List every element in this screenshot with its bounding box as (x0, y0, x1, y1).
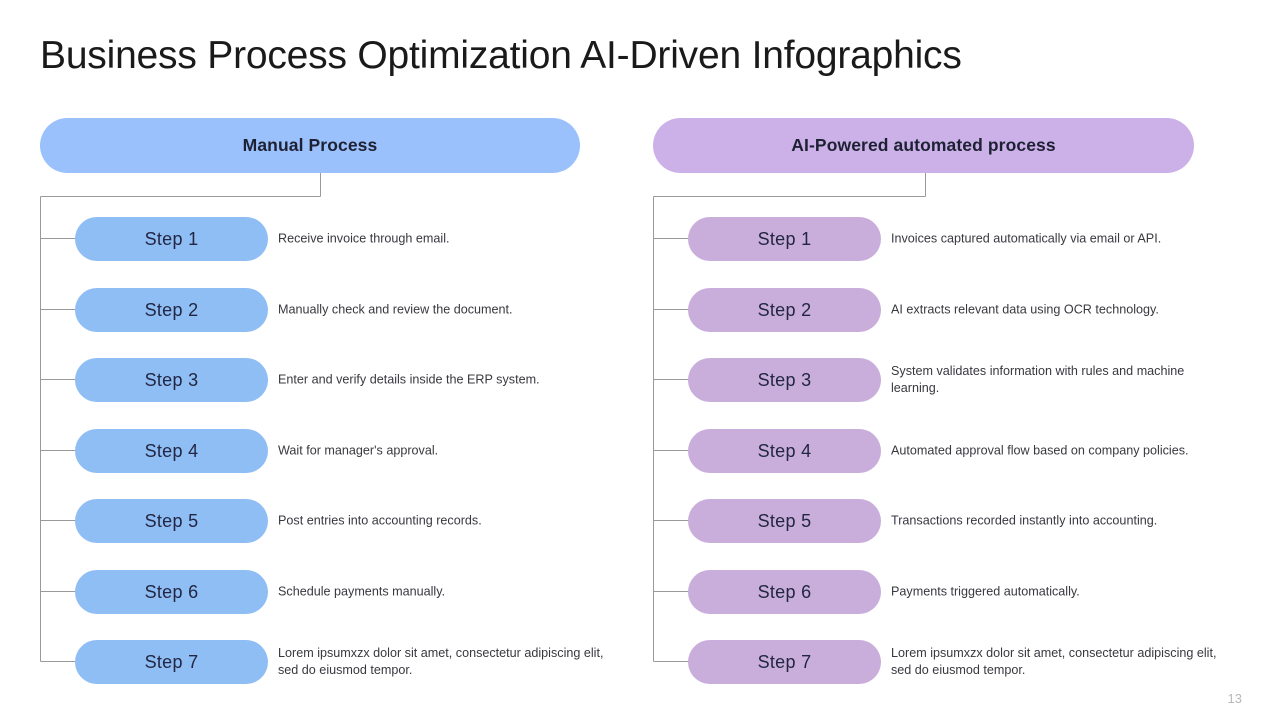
step-description: Payments triggered automatically. (891, 584, 1080, 599)
step-description: Enter and verify details inside the ERP … (278, 372, 540, 387)
step-row: Step 7 Lorem ipsumxzx dolor sit amet, co… (40, 640, 654, 684)
step-description: System validates information with rules … (891, 364, 1185, 395)
step-description: Transactions recorded instantly into acc… (891, 513, 1158, 528)
step-pill[interactable]: Step 5 (688, 499, 881, 543)
step-pill[interactable]: Step 7 (75, 640, 268, 684)
step-pill-label: Step 2 (757, 299, 812, 320)
page-title: Business Process Optimization AI-Driven … (40, 34, 962, 77)
step-description: Lorem ipsumxzx dolor sit amet, consectet… (891, 646, 1217, 677)
step-pill-label: Step 4 (144, 440, 199, 461)
step-description: Schedule payments manually. (278, 584, 446, 599)
step-pill[interactable]: Step 1 (75, 217, 268, 261)
step-pill[interactable]: Step 4 (75, 429, 268, 473)
step-description: Receive invoice through email. (278, 231, 450, 246)
step-pill[interactable]: Step 1 (688, 217, 881, 261)
step-row: Step 2 AI extracts relevant data using O… (653, 288, 1267, 332)
step-pill[interactable]: Step 2 (75, 288, 268, 332)
step-list-manual: Step 1 Receive invoice through email. St… (40, 0, 654, 720)
process-column-manual: Manual Process (40, 0, 654, 720)
page-number: 13 (1227, 691, 1242, 706)
step-description: Manually check and review the document. (278, 302, 513, 317)
step-row: Step 6 Payments triggered automatically. (653, 570, 1267, 614)
step-pill[interactable]: Step 6 (75, 570, 268, 614)
header-pill-ai[interactable]: AI-Powered automated process (653, 118, 1194, 173)
step-description: Automated approval flow based on company… (891, 443, 1189, 458)
step-pill[interactable]: Step 3 (688, 358, 881, 402)
step-pill-label: Step 1 (757, 228, 812, 249)
step-pill-label: Step 6 (144, 581, 199, 602)
step-pill-label: Step 4 (757, 440, 812, 461)
step-description: Post entries into accounting records. (278, 513, 482, 528)
step-pill-label: Step 5 (144, 510, 199, 531)
step-pill-label: Step 7 (757, 651, 812, 672)
step-row: Step 3 System validates information with… (653, 358, 1267, 402)
step-pill-label: Step 3 (144, 369, 199, 390)
step-description: Invoices captured automatically via emai… (891, 231, 1162, 246)
step-pill[interactable]: Step 3 (75, 358, 268, 402)
step-pill[interactable]: Step 2 (688, 288, 881, 332)
step-pill[interactable]: Step 5 (75, 499, 268, 543)
step-pill[interactable]: Step 4 (688, 429, 881, 473)
process-column-ai: AI-Powered automated process Step 1 (653, 0, 1267, 720)
header-pill-label: AI-Powered automated process (791, 135, 1056, 155)
step-row: Step 6 Schedule payments manually. (40, 570, 654, 614)
step-description: AI extracts relevant data using OCR tech… (891, 302, 1159, 317)
step-row: Step 5 Transactions recorded instantly i… (653, 499, 1267, 543)
step-row: Step 1 Receive invoice through email. (40, 217, 654, 261)
step-row: Step 7 Lorem ipsumxzx dolor sit amet, co… (653, 640, 1267, 684)
step-row: Step 5 Post entries into accounting reco… (40, 499, 654, 543)
step-description: Lorem ipsumxzx dolor sit amet, consectet… (278, 646, 604, 677)
header-pill-manual[interactable]: Manual Process (40, 118, 580, 173)
step-pill-label: Step 3 (757, 369, 812, 390)
step-pill[interactable]: Step 7 (688, 640, 881, 684)
step-pill-label: Step 5 (757, 510, 812, 531)
step-list-ai: Step 1 Invoices captured automatically v… (653, 0, 1267, 720)
header-pill-label: Manual Process (242, 135, 378, 155)
step-pill-label: Step 2 (144, 299, 199, 320)
step-pill-label: Step 6 (757, 581, 812, 602)
step-row: Step 1 Invoices captured automatically v… (653, 217, 1267, 261)
step-row: Step 4 Automated approval flow based on … (653, 429, 1267, 473)
step-pill-label: Step 7 (144, 651, 199, 672)
step-row: Step 2 Manually check and review the doc… (40, 288, 654, 332)
step-pill[interactable]: Step 6 (688, 570, 881, 614)
step-description: Wait for manager's approval. (278, 443, 439, 458)
step-row: Step 3 Enter and verify details inside t… (40, 358, 654, 402)
step-pill-label: Step 1 (144, 228, 199, 249)
step-row: Step 4 Wait for manager's approval. (40, 429, 654, 473)
